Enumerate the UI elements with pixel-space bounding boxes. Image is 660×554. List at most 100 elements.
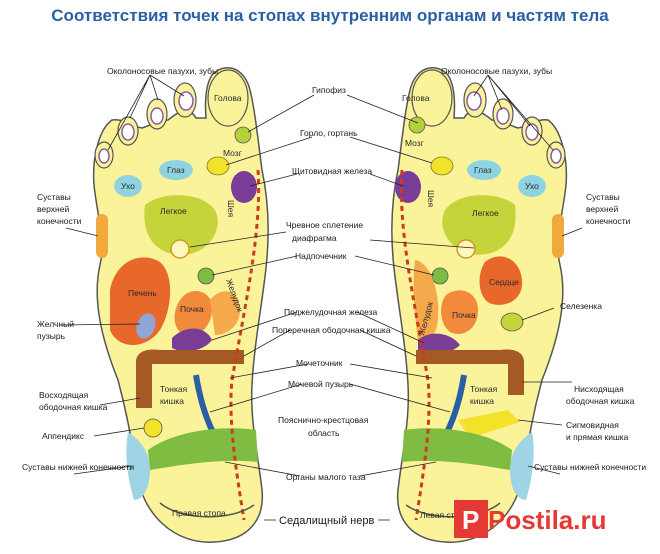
left-foot (391, 66, 568, 543)
label-appendix: Аппендикс (42, 431, 85, 441)
right-sinus-spot-2 (150, 107, 164, 125)
label-upper-limb-right-2: верхней (586, 204, 618, 214)
right-brain-zone (206, 156, 230, 176)
external-labels: Околоносовые пазухи, зубы Околоносовые п… (22, 66, 646, 527)
zone-lung-right: Легкое (160, 206, 187, 216)
zone-eye-right: Глаз (167, 165, 185, 175)
zone-heart: Сердце (489, 277, 519, 287)
left-sigmoid-zone (458, 410, 520, 438)
label-lumbosacral-2: область (308, 428, 340, 438)
zone-left-foot: Левая стопа (420, 510, 469, 520)
right-upper-limb-zone (96, 214, 108, 258)
left-ear-zone (518, 175, 546, 197)
label-bladder: Мочевой пузырь (288, 379, 354, 389)
left-pancreas-zone (418, 333, 460, 354)
right-spine-dashes (229, 169, 261, 521)
label-thyroid: Щитовидная железа (292, 166, 372, 176)
left-upper-limb-zone (552, 214, 564, 258)
left-eye-zone (467, 160, 501, 180)
left-sinus-spot-2 (496, 107, 510, 125)
right-pancreas-zone (172, 328, 212, 352)
right-pituitary-point (234, 126, 252, 144)
zone-ear-left: Ухо (525, 181, 539, 191)
zone-ear-right: Ухо (121, 181, 135, 191)
label-adrenal: Надпочечник (295, 251, 347, 261)
label-upper-limb-right-3: конечности (586, 216, 631, 226)
label-pancreas: Поджелудочная железа (284, 307, 378, 317)
watermark-text: Postila.ru (488, 505, 606, 535)
label-solar-plexus: Чревное сплетение (286, 220, 363, 230)
right-foot (92, 66, 269, 543)
label-spleen: Селезенка (560, 301, 602, 311)
left-neck-zone (395, 171, 421, 203)
right-gallbladder-zone (136, 313, 156, 339)
label-gallbladder-1: Желчный (37, 319, 74, 329)
right-sinus-spot-4 (98, 148, 110, 164)
svg-text:P: P (462, 505, 479, 535)
left-big-toe (411, 69, 453, 127)
right-lower-limb-zone (126, 432, 150, 500)
zone-kidney-left: Почка (452, 310, 476, 320)
right-solar-plexus (170, 239, 190, 259)
left-lower-limb-zone (510, 432, 534, 500)
zone-lung-left: Легкое (472, 208, 499, 218)
right-adrenal-point (197, 267, 215, 285)
leader-lines (59, 74, 583, 521)
left-solar-plexus (456, 239, 476, 259)
label-diaphragm: диафрагма (292, 233, 337, 243)
diagram-title: Соответствия точек на стопах внутренним … (51, 6, 609, 25)
left-kidney-zone (441, 290, 478, 334)
zone-brain-right: Мозг (223, 148, 242, 158)
zone-liver: Печень (128, 288, 157, 298)
label-throat: Горло, гортань (300, 128, 358, 138)
zone-neck-right: Шея (226, 200, 236, 218)
label-sigmoid-2: и прямая кишка (566, 432, 629, 442)
label-ascending-colon-2: ободочная кишка (39, 402, 108, 412)
label-upper-limb-left-3: конечности (37, 216, 82, 226)
label-descending-colon-1: Нисходящая (574, 384, 624, 394)
right-lung-zone (144, 195, 218, 255)
label-sinuses-left: Околоносовые пазухи, зубы (107, 66, 218, 76)
right-appendix-point (143, 418, 163, 438)
zone-kidney-right: Почка (180, 304, 204, 314)
zone-small-intestine-right-2: кишка (160, 396, 184, 406)
right-pelvic-zone (148, 428, 258, 470)
right-stomach-zone (210, 291, 240, 335)
right-eye-zone (159, 160, 193, 180)
right-sinus-spot-1 (178, 91, 194, 111)
right-sinus-spot-3 (121, 123, 135, 141)
left-sinus-spot-3 (525, 123, 539, 141)
right-neck-zone (231, 171, 257, 203)
zone-neck-left: Шея (426, 190, 436, 208)
right-sciatic-arc (159, 502, 255, 518)
label-lower-limb-right: Суставы нижней конечности (534, 462, 646, 472)
zone-eye-left: Глаз (474, 165, 492, 175)
label-upper-limb-left-1: Суставы (37, 192, 71, 202)
left-sinus-spot-1 (466, 91, 482, 111)
left-heart-zone (479, 256, 523, 305)
watermark-logo: P Postila.ru (454, 500, 606, 538)
zone-right-foot: Правая стопа (172, 508, 226, 518)
label-descending-colon-2: ободочная кишка (566, 396, 635, 406)
label-ureter: Мочеточник (296, 358, 343, 368)
label-lumbosacral-1: Пояснично-крестцовая (278, 415, 369, 425)
left-stomach-zone (413, 260, 439, 342)
label-lower-limb-left: Суставы нижней конечности (22, 462, 134, 472)
label-sciatic-nerve: Седалищный нерв (279, 515, 374, 527)
left-adrenal-point (431, 267, 449, 285)
left-pelvic-zone (402, 428, 512, 470)
left-brain-zone (430, 156, 454, 176)
label-pelvic: Органы малого таза (286, 472, 366, 482)
left-lung-zone (442, 195, 516, 255)
zone-small-intestine-left-1: Тонкая (470, 384, 498, 394)
label-upper-limb-right-1: Суставы (586, 192, 620, 202)
left-spleen-zone (500, 312, 524, 332)
right-big-toe (207, 69, 249, 127)
zone-head-right: Голова (214, 93, 242, 103)
label-sigmoid-1: Сигмовидная (566, 420, 619, 430)
left-spine-dashes (399, 169, 431, 521)
label-transverse-colon: Поперечная ободочная кишка (272, 325, 391, 335)
zone-brain-left: Мозг (405, 138, 424, 148)
